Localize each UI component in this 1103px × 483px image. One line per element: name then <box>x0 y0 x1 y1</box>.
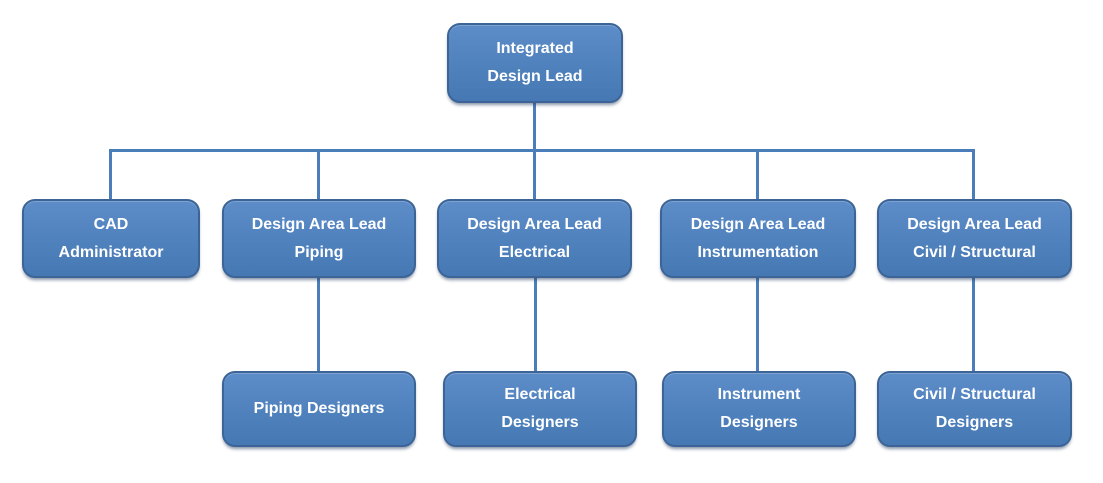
org-node-civil-structural-designers: Civil / Structural Designers <box>877 371 1072 447</box>
org-node-design-area-lead-civil-structural: Design Area Lead Civil / Structural <box>877 199 1072 278</box>
connector-electrical-to-designers <box>534 278 537 371</box>
org-node-integrated-design-lead: Integrated Design Lead <box>447 23 623 103</box>
org-node-design-area-lead-electrical: Design Area Lead Electrical <box>437 199 632 278</box>
connector-civil-to-designers <box>972 278 975 371</box>
connector-drop-lead-civil <box>972 151 975 199</box>
connector-drop-cad-administrator <box>109 151 112 199</box>
org-node-design-area-lead-piping: Design Area Lead Piping <box>222 199 416 278</box>
connector-drop-lead-instrumentation <box>756 151 759 199</box>
connector-piping-to-designers <box>317 278 320 371</box>
connector-main-horizontal <box>109 149 975 152</box>
connector-instrumentation-to-designers <box>756 278 759 371</box>
org-node-cad-administrator: CAD Administrator <box>22 199 200 278</box>
org-node-piping-designers: Piping Designers <box>222 371 416 447</box>
org-node-electrical-designers: Electrical Designers <box>443 371 637 447</box>
org-node-instrument-designers: Instrument Designers <box>662 371 856 447</box>
org-node-design-area-lead-instrumentation: Design Area Lead Instrumentation <box>660 199 856 278</box>
connector-root-stub <box>533 103 536 150</box>
connector-drop-lead-electrical <box>533 151 536 199</box>
connector-drop-lead-piping <box>317 151 320 199</box>
